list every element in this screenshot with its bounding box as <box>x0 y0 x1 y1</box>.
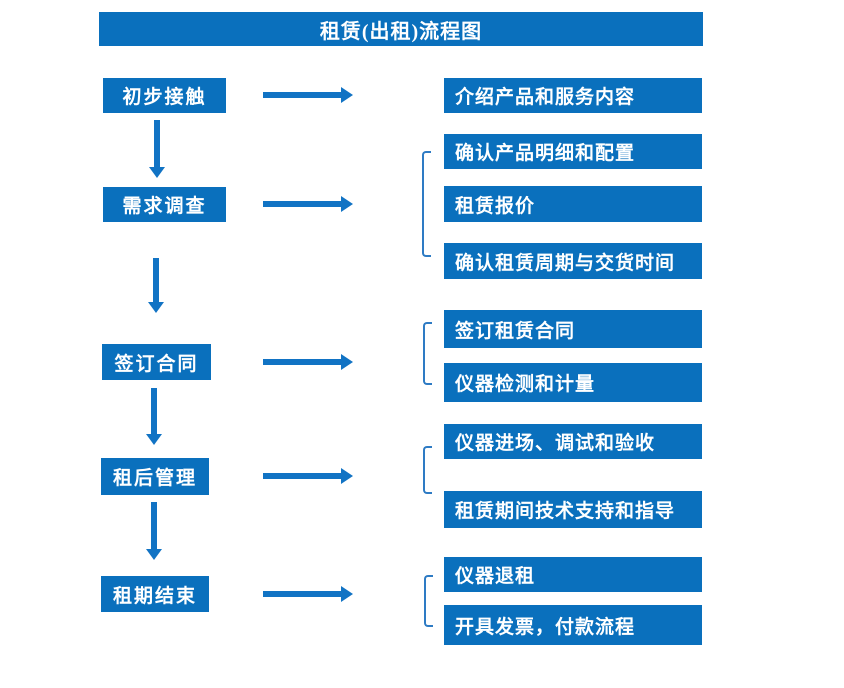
detail-label: 租赁报价 <box>455 195 536 217</box>
bracket-step5-details <box>424 575 433 627</box>
arrow-shaft <box>263 92 341 98</box>
arrow-shaft <box>263 473 341 479</box>
arrow-right-step1-details <box>263 87 353 103</box>
arrow-right-step2-details <box>263 196 353 212</box>
arrow-down-step4-step5 <box>146 502 162 560</box>
detail-box-sign-rental-contract: 签订租赁合同 <box>444 310 702 348</box>
step-box-sign-contract: 签订合同 <box>102 344 211 380</box>
detail-label: 确认租赁周期与交货时间 <box>455 252 676 274</box>
step-label: 租期结束 <box>112 585 197 607</box>
arrow-head-icon <box>341 468 353 484</box>
arrow-right-step5-details <box>263 586 353 602</box>
step-label: 签订合同 <box>114 353 199 375</box>
step-label: 租后管理 <box>112 468 197 489</box>
arrow-shaft <box>151 388 157 435</box>
detail-box-confirm-product-details: 确认产品明细和配置 <box>444 134 702 169</box>
detail-box-technical-support: 租赁期间技术支持和指导 <box>444 491 702 528</box>
arrow-head-icon <box>148 302 164 313</box>
arrow-head-icon <box>341 87 353 103</box>
arrow-right-step4-details <box>263 468 353 484</box>
flowchart-title-text: 租赁(出租)流程图 <box>319 20 483 43</box>
arrow-head-icon <box>149 167 165 178</box>
arrow-head-icon <box>146 434 162 445</box>
flowchart-title: 租赁(出租)流程图 <box>99 12 703 46</box>
step-label: 初步接触 <box>122 87 207 108</box>
detail-box-invoice-payment: 开具发票，付款流程 <box>444 605 702 645</box>
arrow-shaft <box>154 120 160 168</box>
arrow-head-icon <box>341 196 353 212</box>
detail-box-instrument-entry-acceptance: 仪器进场、调试和验收 <box>444 424 702 459</box>
detail-box-rental-quote: 租赁报价 <box>444 186 702 222</box>
bracket-step2-details <box>422 151 431 257</box>
arrow-down-step2-step3 <box>148 258 164 313</box>
detail-label: 介绍产品和服务内容 <box>455 87 636 108</box>
arrow-head-icon <box>341 354 353 370</box>
step-box-demand-survey: 需求调查 <box>103 187 226 222</box>
detail-label: 仪器进场、调试和验收 <box>455 433 656 454</box>
detail-box-confirm-rental-period: 确认租赁周期与交货时间 <box>444 243 702 279</box>
arrow-shaft <box>263 359 341 365</box>
arrow-down-step3-step4 <box>146 388 162 445</box>
bracket-step4-details <box>423 446 432 494</box>
detail-label: 确认产品明细和配置 <box>455 143 636 164</box>
arrow-head-icon <box>341 586 353 602</box>
arrow-right-step3-details <box>263 354 353 370</box>
detail-box-instrument-testing: 仪器检测和计量 <box>444 363 702 402</box>
step-box-rental-end: 租期结束 <box>101 576 209 612</box>
step-box-post-rental-management: 租后管理 <box>101 458 209 495</box>
step-label: 需求调查 <box>122 196 207 217</box>
detail-box-introduce-products: 介绍产品和服务内容 <box>444 78 702 113</box>
step-box-initial-contact: 初步接触 <box>103 78 226 113</box>
detail-label: 仪器检测和计量 <box>455 374 596 395</box>
detail-box-instrument-return: 仪器退租 <box>444 557 702 592</box>
bracket-step3-details <box>423 322 432 385</box>
arrow-shaft <box>263 591 341 597</box>
arrow-shaft <box>151 502 157 550</box>
arrow-down-step1-step2 <box>149 120 165 178</box>
detail-label: 签订租赁合同 <box>455 320 576 342</box>
arrow-shaft <box>263 201 341 207</box>
detail-label: 仪器退租 <box>455 566 536 587</box>
arrow-shaft <box>153 258 159 303</box>
detail-label: 租赁期间技术支持和指导 <box>455 501 676 522</box>
detail-label: 开具发票，付款流程 <box>455 616 636 638</box>
arrow-head-icon <box>146 549 162 560</box>
